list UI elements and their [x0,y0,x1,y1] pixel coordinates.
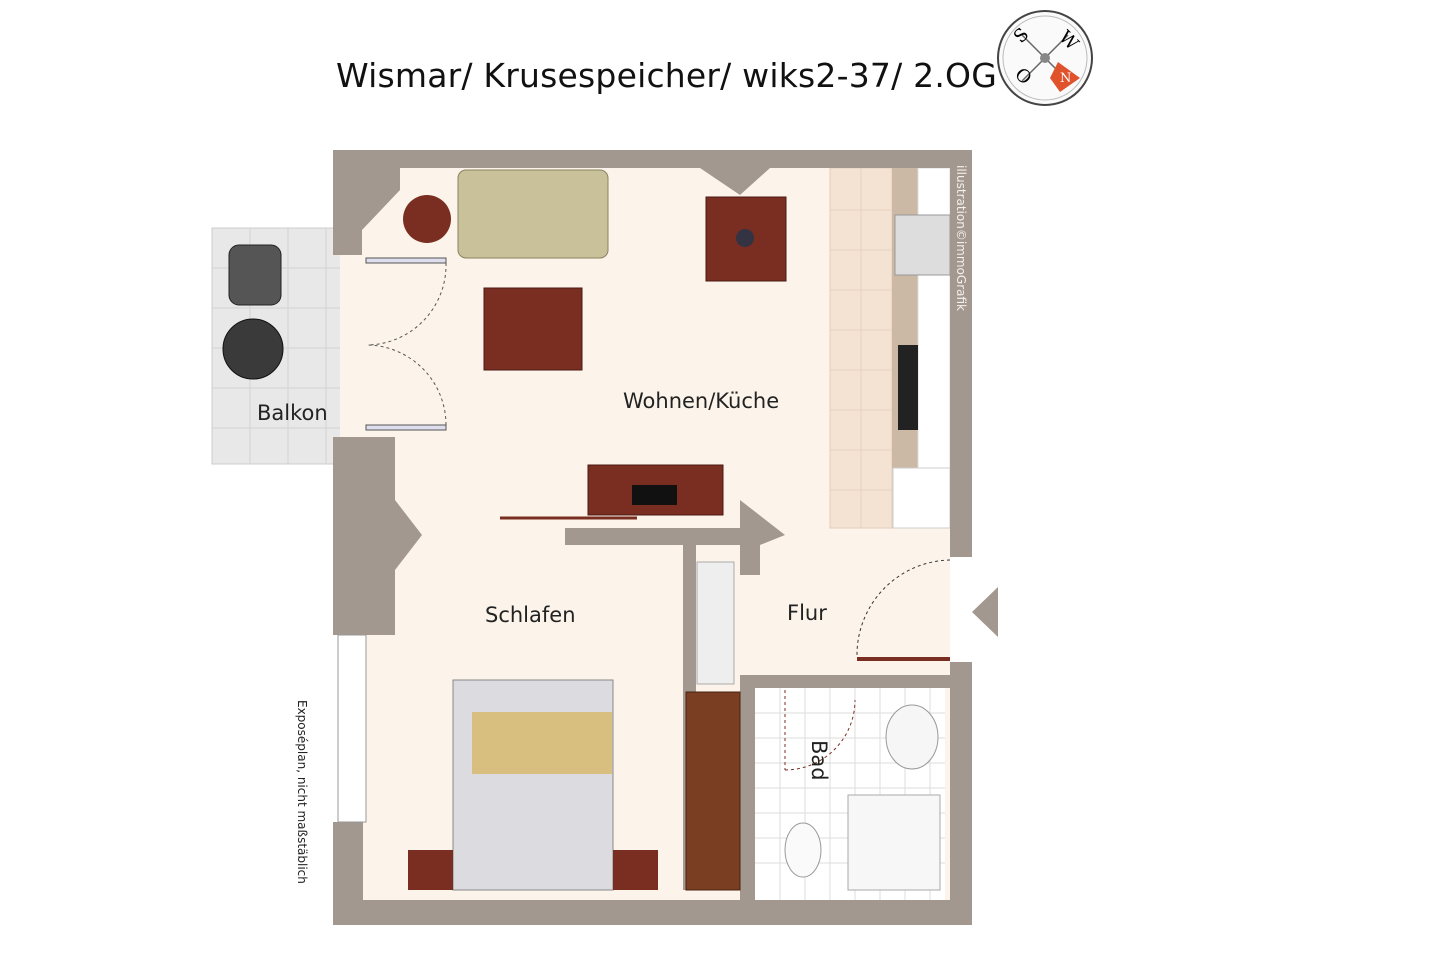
credit-text: illustration©immoGrafik [954,165,968,311]
coffee-table [483,287,583,371]
balcony-table [222,318,284,380]
balcony-chair [228,244,282,306]
nightstand-left [408,850,453,890]
hall-closet [696,561,735,685]
sink [898,345,918,430]
nightstand-right [613,850,658,890]
washbasin [885,704,939,770]
side-table [403,195,451,243]
balcony [211,227,365,465]
entrance-arrow-icon [972,587,998,637]
room-label-balcony: Balkon [257,401,328,425]
room-label-bedroom: Schlafen [485,603,576,627]
balcony-door [365,257,447,431]
bathroom [755,688,945,900]
toilet [784,822,822,878]
plan-title: Wismar/ Krusespeicher/ wiks2-37/ 2.OG [336,56,997,95]
bed-blanket [472,712,612,774]
shower [847,794,941,891]
bathroom-door [784,690,856,771]
room-label-bath: Bad [807,740,831,781]
bed [452,679,614,891]
fridge [892,467,951,529]
compass-north: N [1060,71,1071,86]
room-label-hall: Flur [787,601,827,625]
sofa [457,169,609,259]
room-label-living: Wohnen/Küche [623,389,779,413]
bedroom-window [337,634,367,823]
entrance-door [856,559,951,658]
disclaimer-text: Exposéplan, nicht maßstäblich [295,700,309,884]
kitchen-counter [829,167,951,529]
wardrobe [685,691,741,891]
compass-icon: S W O N [997,10,1093,106]
stove [894,214,951,276]
